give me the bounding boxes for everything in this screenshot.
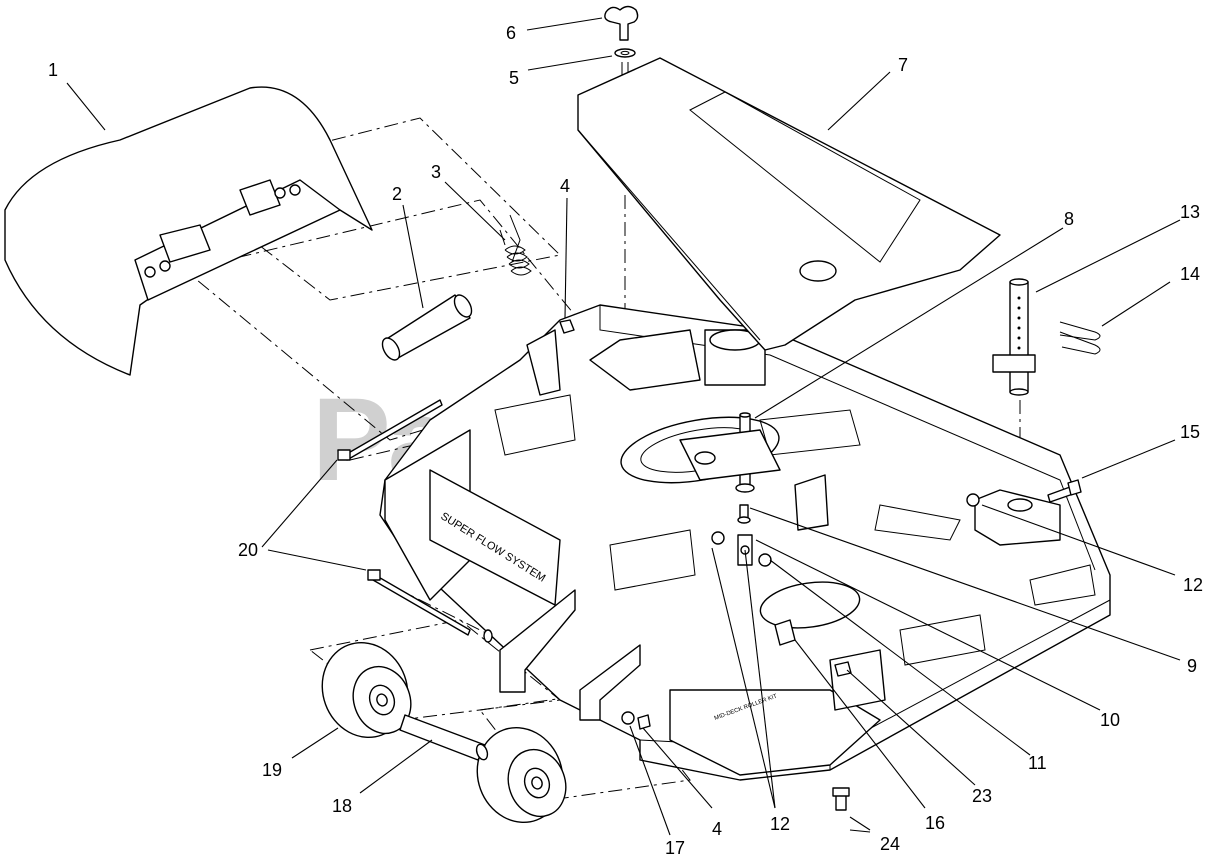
callout-23: 23 bbox=[972, 786, 992, 806]
callout-12-bottom: 12 bbox=[770, 814, 790, 834]
part-24-bolt bbox=[832, 787, 850, 811]
callout-18: 18 bbox=[332, 796, 352, 816]
callout-3: 3 bbox=[431, 162, 441, 182]
part-7-cover bbox=[577, 57, 1001, 351]
part-6-knob bbox=[604, 5, 639, 41]
roller-brackets bbox=[499, 589, 641, 721]
callout-8: 8 bbox=[1064, 209, 1074, 229]
callout-5: 5 bbox=[509, 68, 519, 88]
callout-1: 1 bbox=[48, 60, 58, 80]
callout-7: 7 bbox=[898, 55, 908, 75]
leader-lines bbox=[66, 17, 1181, 836]
part-17-washer bbox=[621, 711, 651, 730]
part-5-washer bbox=[614, 48, 636, 75]
callout-14: 14 bbox=[1180, 264, 1200, 284]
part-1-deflector bbox=[4, 86, 373, 376]
part-13-height-post bbox=[992, 278, 1036, 396]
part-2-roller bbox=[381, 294, 473, 361]
callout-4-bottom: 4 bbox=[712, 819, 722, 839]
callout-19: 19 bbox=[262, 760, 282, 780]
callout-16: 16 bbox=[925, 813, 945, 833]
part-4-nut-top bbox=[526, 319, 575, 396]
callout-20: 20 bbox=[238, 540, 258, 560]
callouts: 1 2 3 4 5 6 7 8 9 10 11 12 13 14 15 16 1… bbox=[48, 23, 1203, 858]
callout-10: 10 bbox=[1100, 710, 1120, 730]
callout-13: 13 bbox=[1180, 202, 1200, 222]
callout-24: 24 bbox=[880, 834, 900, 854]
part-14-hairpin-clips bbox=[1059, 321, 1101, 355]
callout-9: 9 bbox=[1187, 656, 1197, 676]
callout-15: 15 bbox=[1180, 422, 1200, 442]
part-18-axle bbox=[399, 714, 489, 761]
callout-6: 6 bbox=[506, 23, 516, 43]
part-19-wheel-front bbox=[476, 726, 567, 824]
callout-2: 2 bbox=[392, 184, 402, 204]
part-20-shaft bbox=[337, 399, 493, 643]
part-15-bolt bbox=[966, 479, 1082, 507]
callout-11: 11 bbox=[1028, 753, 1047, 773]
part-23-nut bbox=[834, 661, 852, 677]
callout-17: 17 bbox=[665, 838, 685, 858]
callout-4-top: 4 bbox=[560, 176, 570, 196]
callout-12-right: 12 bbox=[1183, 575, 1203, 595]
part-19-wheel-rear bbox=[321, 641, 412, 739]
part-8-adjust-pin bbox=[679, 412, 781, 493]
